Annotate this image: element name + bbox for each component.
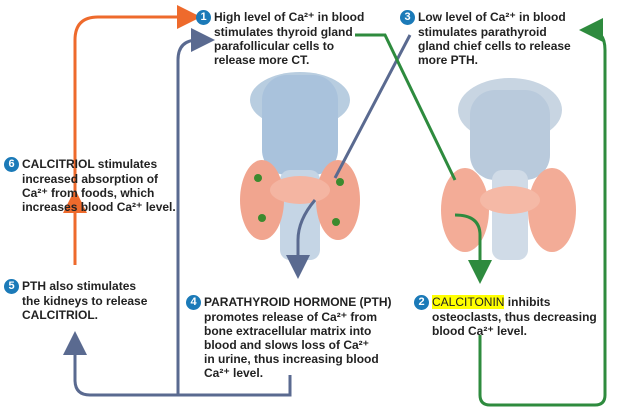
step-3-badge: 3 [400, 10, 415, 25]
step-2-badge: 2 [414, 295, 429, 310]
thyroid-illustration-left [240, 72, 360, 260]
thyroid-illustration-right [441, 78, 576, 260]
step-4-badge: 4 [186, 295, 201, 310]
calcitonin-highlight: CALCITONIN [432, 295, 505, 309]
step-1-badge: 1 [196, 10, 211, 25]
step-5-badge: 5 [4, 279, 19, 294]
step-6-badge: 6 [4, 157, 19, 172]
